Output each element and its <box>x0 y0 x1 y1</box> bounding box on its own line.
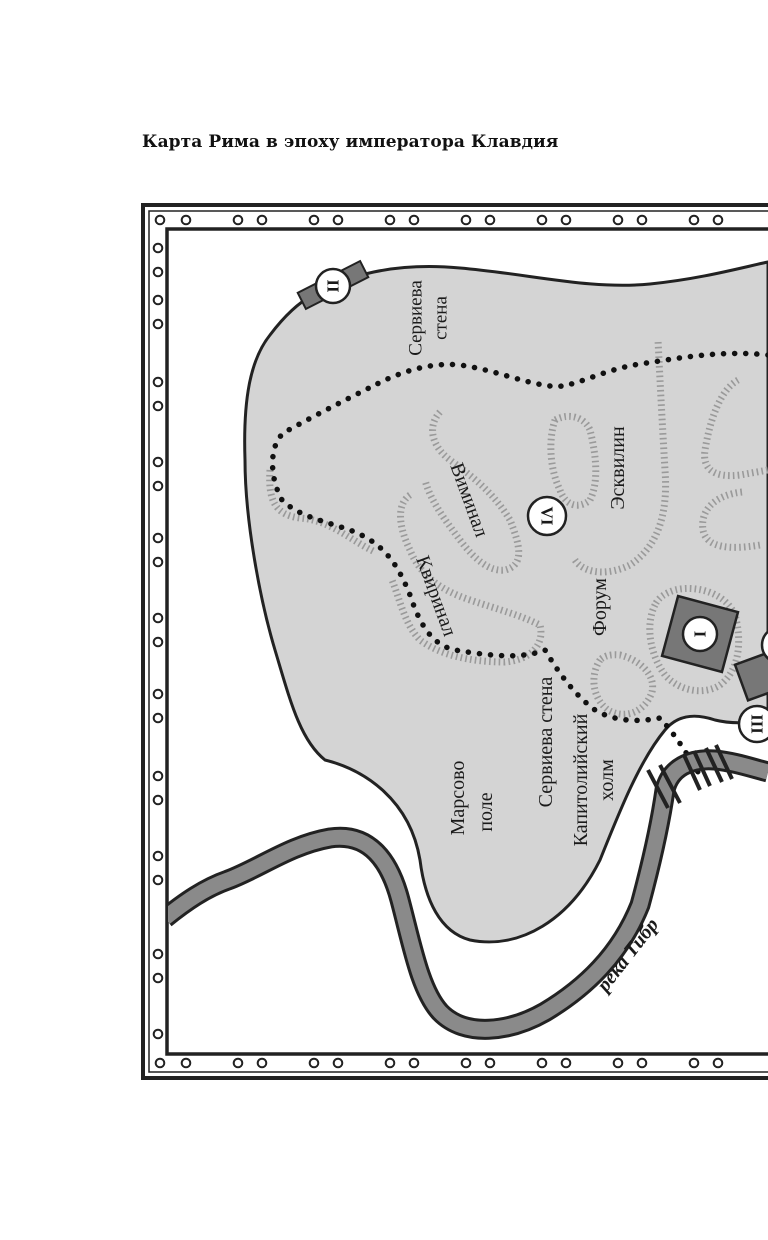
label-forum: Форум <box>589 578 611 636</box>
frame-ring <box>636 214 648 226</box>
gate-marker-ii: II <box>296 259 370 311</box>
label-capitoline-2: холм <box>596 759 618 801</box>
building-marker-i: I <box>660 594 740 674</box>
frame-ring <box>636 1057 648 1069</box>
frame-ring <box>232 214 244 226</box>
marker-vi: VI <box>526 495 568 537</box>
marker-iii-label: III <box>748 714 767 734</box>
frame-ring <box>152 948 164 960</box>
map-frame <box>141 203 768 1080</box>
frame-rings <box>152 214 724 1069</box>
frame-ring <box>152 794 164 806</box>
marker-i-label: I <box>691 631 710 638</box>
frame-ring <box>332 214 344 226</box>
frame-ring <box>308 1057 320 1069</box>
frame-ring <box>536 1057 548 1069</box>
frame-ring <box>152 242 164 254</box>
frame-ring <box>384 1057 396 1069</box>
frame-ring <box>152 1028 164 1040</box>
frame-ring <box>180 214 192 226</box>
frame-ring <box>152 456 164 468</box>
frame-ring <box>308 214 320 226</box>
label-capitoline-1: Капитолийский <box>570 713 592 846</box>
frame-ring <box>560 1057 572 1069</box>
label-servian-wall-top-1: Сервиева <box>406 280 427 356</box>
hill-ridge <box>699 488 761 551</box>
frame-ring <box>688 214 700 226</box>
frame-ring <box>256 1057 268 1069</box>
frame-ring <box>256 214 268 226</box>
frame-ring <box>152 294 164 306</box>
frame-ring <box>384 214 396 226</box>
frame-ring <box>152 480 164 492</box>
frame-ring <box>152 556 164 568</box>
frame-ring <box>536 214 548 226</box>
frame-ring <box>232 1057 244 1069</box>
frame-ring <box>152 612 164 624</box>
frame-ring <box>152 850 164 862</box>
frame-ring <box>484 1057 496 1069</box>
hills <box>266 339 768 718</box>
frame-ring <box>152 636 164 648</box>
frame-ring <box>154 214 166 226</box>
frame-ring <box>332 1057 344 1069</box>
marker-ii-label: II <box>324 279 343 293</box>
hill-ridge <box>590 651 657 718</box>
frame-ring <box>152 712 164 724</box>
label-campus-martius-2: поле <box>475 792 497 831</box>
frame-ring <box>152 532 164 544</box>
bridges <box>646 744 734 809</box>
frame-ring <box>612 214 624 226</box>
frame-ring <box>408 214 420 226</box>
frame-ring <box>560 214 572 226</box>
page-title: Карта Рима в эпоху императора Клавдия <box>142 132 559 152</box>
frame-ring <box>688 1057 700 1069</box>
frame-ring <box>484 214 496 226</box>
hill-ridge <box>701 376 768 480</box>
marker-iii: III <box>737 704 768 744</box>
building-marker-partial <box>733 629 768 703</box>
frame-ring <box>460 214 472 226</box>
frame-ring <box>152 318 164 330</box>
frame-ring <box>152 266 164 278</box>
frame-ring <box>460 1057 472 1069</box>
frame-ring <box>712 214 724 226</box>
frame-ring <box>612 1057 624 1069</box>
frame-ring <box>152 400 164 412</box>
frame-ring <box>152 874 164 886</box>
servian-wall-line <box>269 350 768 778</box>
frame-ring <box>180 1057 192 1069</box>
frame-ring <box>152 688 164 700</box>
hill-ridge <box>421 409 523 574</box>
label-servian-wall-lower: Сервиева стена <box>535 677 557 808</box>
frame-ring <box>152 376 164 388</box>
frame-ring <box>152 770 164 782</box>
hill-ridge <box>572 339 670 576</box>
label-campus-martius-1: Марсово <box>447 761 469 836</box>
frame-ring <box>154 1057 166 1069</box>
city-land <box>243 260 768 944</box>
label-esquiline: Эсквилин <box>607 426 629 510</box>
label-servian-wall-top-2: стена <box>431 296 452 340</box>
frame-ring <box>712 1057 724 1069</box>
marker-vi-label: VI <box>538 507 557 526</box>
frame-ring <box>152 972 164 984</box>
frame-ring <box>408 1057 420 1069</box>
